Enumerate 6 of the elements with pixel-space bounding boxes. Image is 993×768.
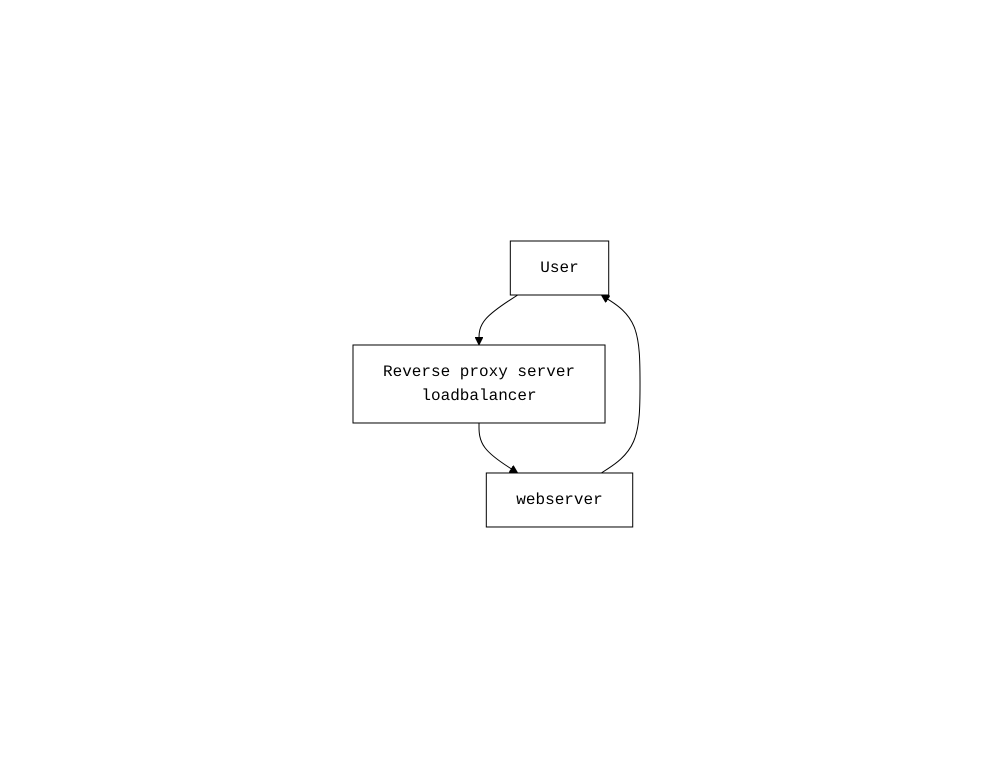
node-box: Reverse proxy server loadbalancer [352, 344, 606, 424]
node-box: webserver [486, 472, 634, 528]
arrow [600, 294, 640, 474]
arrow [478, 422, 518, 474]
arrow [474, 294, 518, 346]
node-box: User [510, 240, 610, 296]
